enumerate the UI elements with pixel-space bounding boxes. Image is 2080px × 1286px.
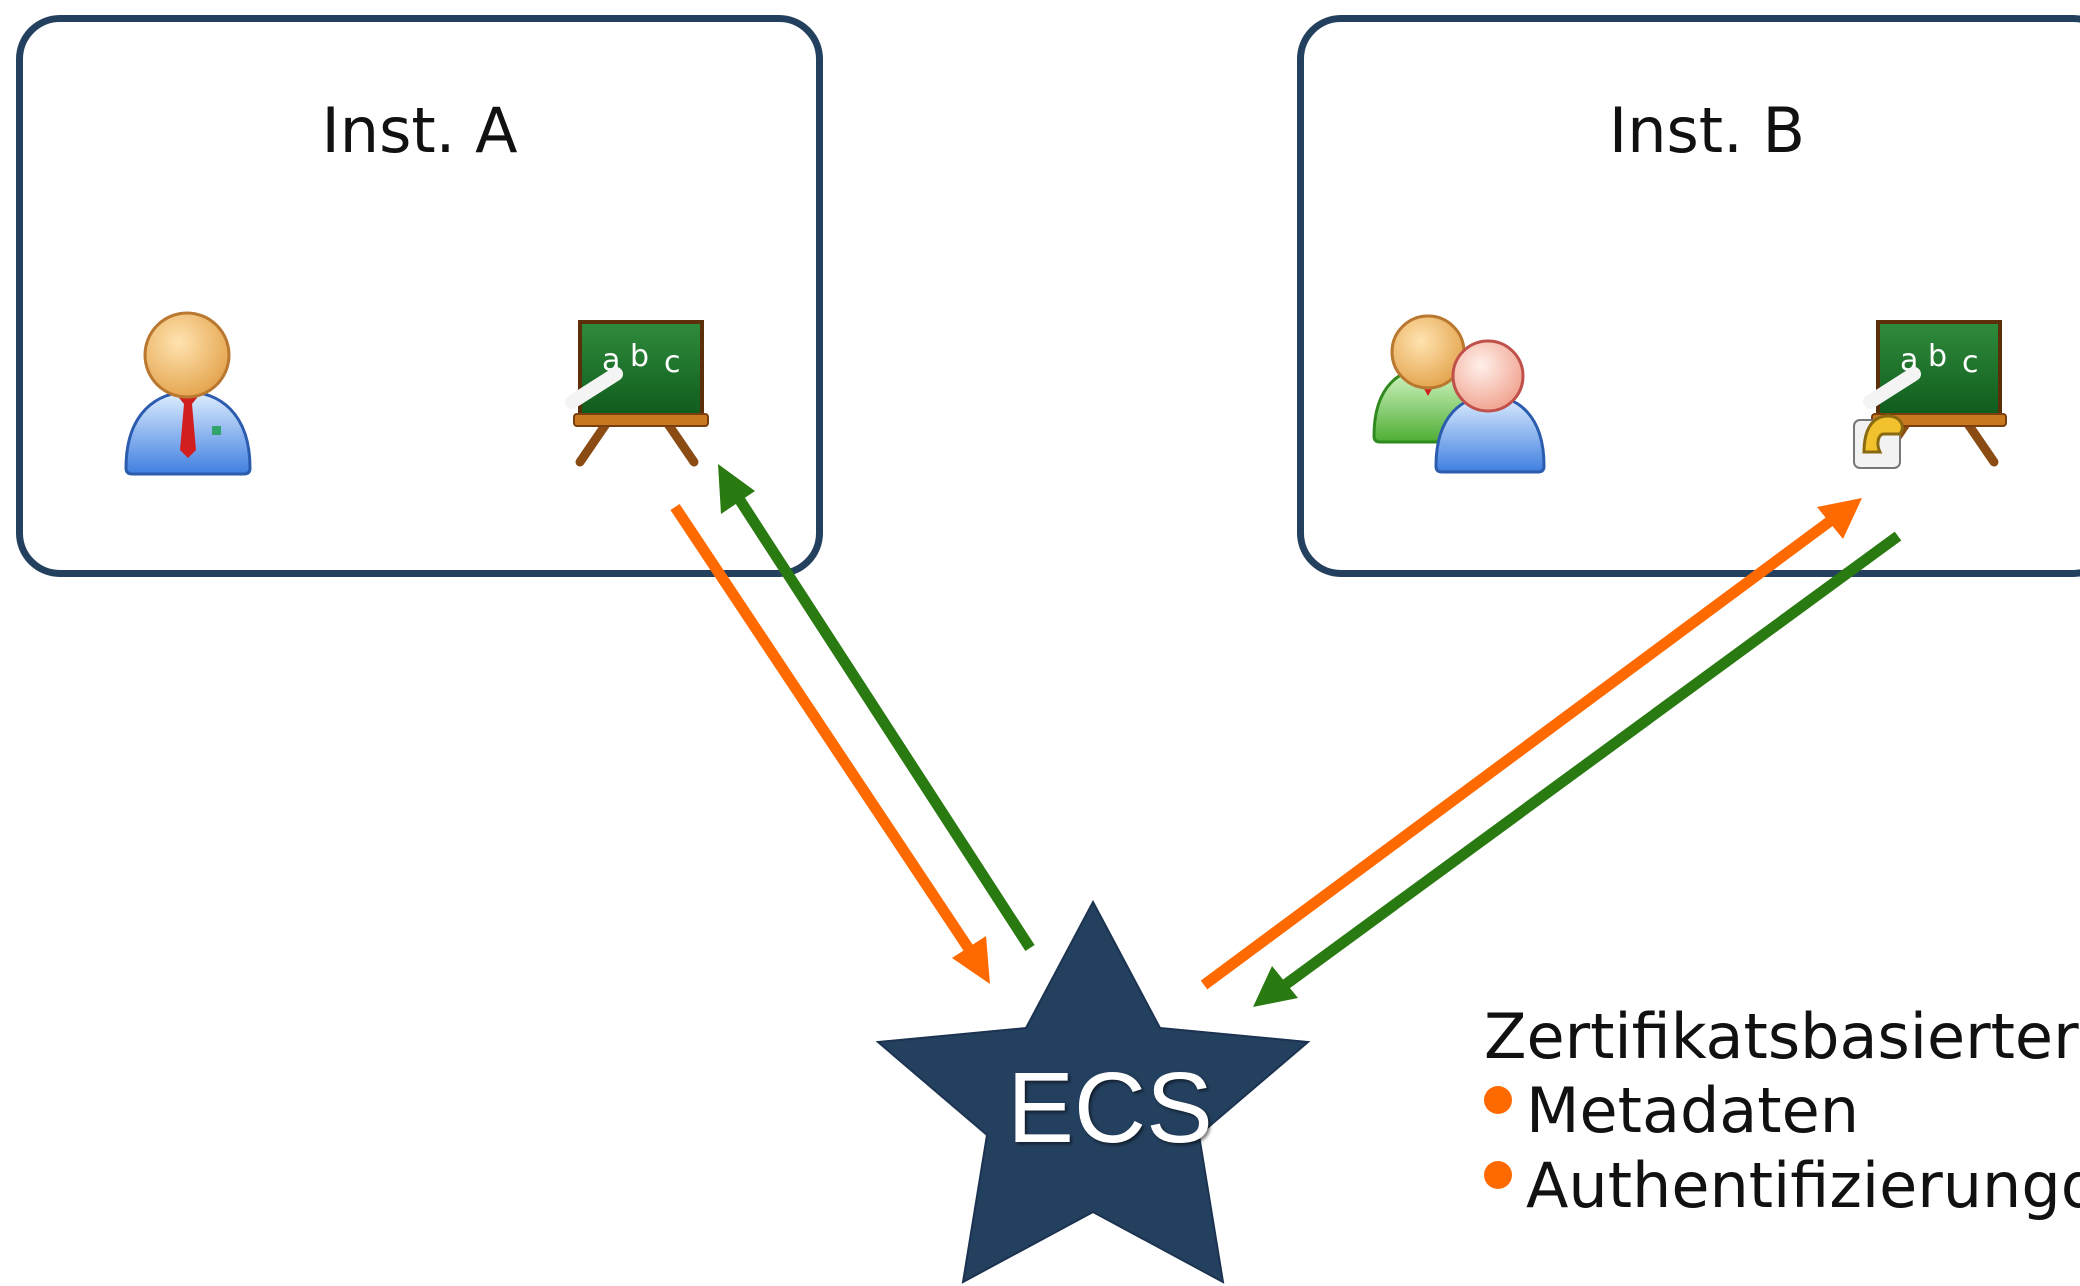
note-bullet-label: Metadaten [1526,1074,1860,1148]
course-board-icon: a b c [565,320,709,467]
user-icon [124,311,252,476]
note-bullet-authentifizierung: Authentifizierungd [1484,1149,2080,1223]
arrow-b-to-ecs [1253,531,1902,1007]
course-board-link-icon: a b c [1853,320,2007,469]
institution-a-title: Inst. A [321,94,518,167]
user-group-icon [1372,314,1546,474]
feature-note: Zertifikatsbasierter A Metadaten Authent… [1484,1000,2080,1223]
ecs-label: ECS [1007,1052,1213,1164]
svg-text:c: c [664,345,681,380]
note-heading: Zertifikatsbasierter A [1484,1000,2080,1073]
institution-a-box: Inst. A [16,15,823,577]
svg-text:b: b [1928,339,1947,374]
ecs-star [875,899,1311,1284]
note-bullet-metadaten: Metadaten [1484,1074,2080,1148]
arrow-ecs-to-a [718,464,1035,951]
bullet-dot [1484,1160,1512,1189]
institution-b-title: Inst. B [1608,94,1806,167]
svg-text:c: c [1962,345,1979,380]
arrow-ecs-to-b [1200,498,1862,990]
note-bullet-label: Authentifizierungd [1526,1148,2080,1222]
institution-b-box: Inst. B [1297,15,2080,577]
arrow-a-to-ecs [670,503,990,984]
bullet-dot [1484,1086,1512,1115]
svg-text:b: b [630,339,649,374]
